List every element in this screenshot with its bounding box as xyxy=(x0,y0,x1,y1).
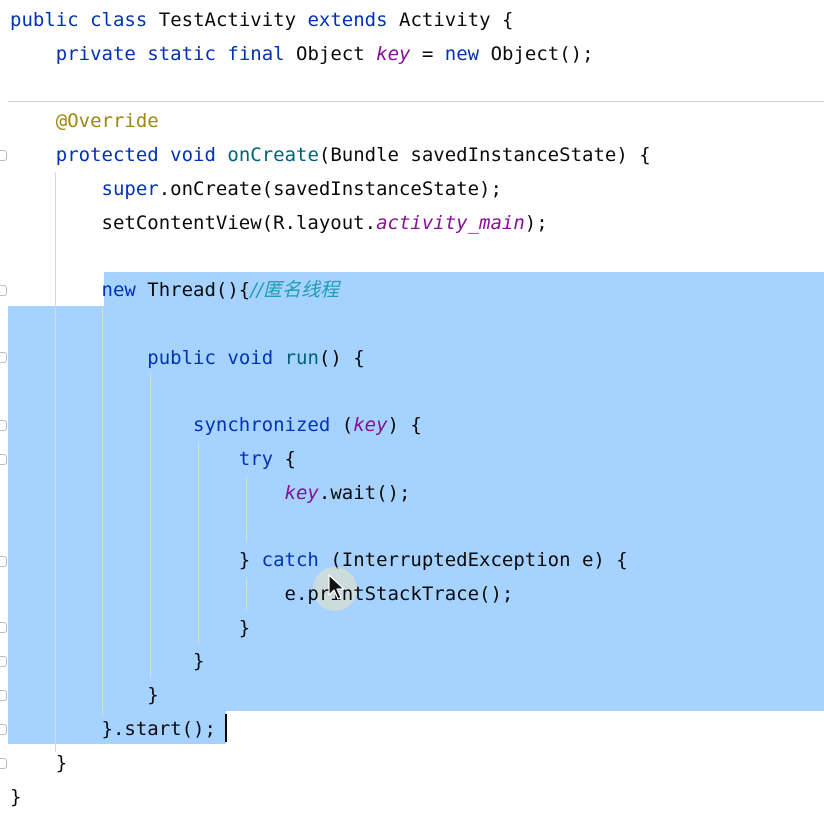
code-line[interactable]: synchronized (key) { xyxy=(193,414,422,436)
code-line[interactable]: public void run() { xyxy=(147,347,365,369)
fold-marker-icon[interactable] xyxy=(0,454,8,466)
code-line[interactable]: protected void onCreate(Bundle savedInst… xyxy=(55,144,651,166)
indent-guide xyxy=(102,306,103,716)
fold-marker-icon[interactable] xyxy=(0,690,8,702)
selection-body xyxy=(8,306,824,711)
fold-marker-icon[interactable] xyxy=(0,724,8,736)
fold-marker-icon[interactable] xyxy=(0,420,8,432)
text-caret xyxy=(225,714,227,742)
code-line[interactable]: private static final Object key = new Ob… xyxy=(55,43,594,65)
code-line[interactable]: @Override xyxy=(55,110,159,132)
code-line[interactable]: super.onCreate(savedInstanceState); xyxy=(101,178,502,200)
fold-marker-icon[interactable] xyxy=(0,150,8,162)
code-line[interactable]: try { xyxy=(238,448,296,470)
code-line[interactable]: } xyxy=(10,786,22,808)
code-line[interactable]: } xyxy=(193,650,205,672)
code-line[interactable]: public class TestActivity extends Activi… xyxy=(10,9,514,31)
fold-marker-icon[interactable] xyxy=(0,285,8,297)
code-line[interactable]: e.printStackTrace(); xyxy=(284,583,514,605)
fold-marker-icon[interactable] xyxy=(0,352,8,364)
fold-marker-icon[interactable] xyxy=(0,622,8,634)
code-line[interactable]: } catch (InterruptedException e) { xyxy=(238,549,628,571)
selection-first-line xyxy=(104,272,824,306)
fold-marker-icon[interactable] xyxy=(0,758,8,770)
selection-last-line xyxy=(8,711,226,744)
indent-guide xyxy=(246,476,247,542)
code-line[interactable]: new Thread(){//匿名线程 xyxy=(101,279,340,301)
code-line[interactable]: key.wait(); xyxy=(284,482,411,504)
indent-guide xyxy=(246,578,247,610)
code-line[interactable]: } xyxy=(55,752,68,774)
code-line[interactable]: setContentView(R.layout.activity_main); xyxy=(101,212,548,234)
method-separator xyxy=(8,101,824,102)
fold-marker-icon[interactable] xyxy=(0,656,8,668)
mouse-pointer-icon xyxy=(328,574,345,600)
code-line[interactable]: } xyxy=(147,684,159,706)
code-line[interactable]: } xyxy=(238,617,251,639)
code-line[interactable]: }.start(); xyxy=(101,718,216,740)
indent-guide xyxy=(198,442,199,644)
indent-guide xyxy=(150,374,151,678)
indent-guide xyxy=(55,172,56,752)
fold-marker-icon[interactable] xyxy=(0,556,8,568)
